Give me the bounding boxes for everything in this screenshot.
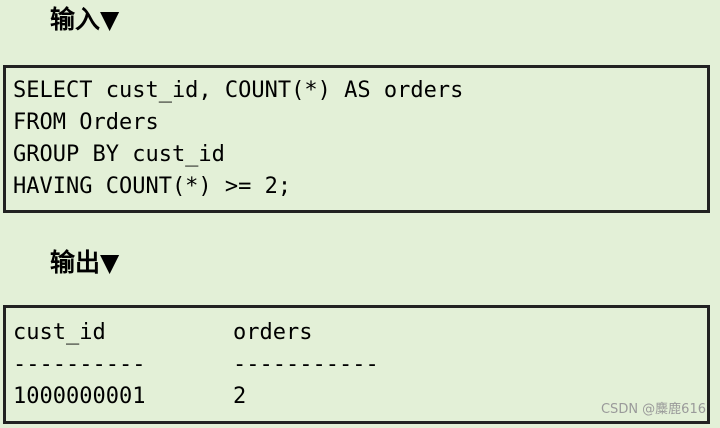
output-heading: 输出▼	[50, 248, 120, 277]
code-line-having: HAVING COUNT(*) >= 2;	[13, 174, 292, 199]
result-cell-orders: 2	[233, 384, 247, 409]
sql-code-block: SELECT cust_id, COUNT(*) AS orders FROM …	[3, 65, 710, 213]
query-result-block: cust_id orders ---------- ----------- 10…	[3, 305, 710, 424]
input-heading: 输入▼	[50, 5, 120, 34]
result-cell-cust-id: 1000000001	[13, 384, 146, 409]
code-line-from: FROM Orders	[13, 110, 159, 135]
result-header-cust-id: cust_id	[13, 320, 106, 345]
result-header-orders: orders	[233, 320, 313, 345]
result-separator-cust-id: ----------	[13, 352, 146, 377]
result-separator-orders: -----------	[233, 352, 379, 377]
code-line-select: SELECT cust_id, COUNT(*) AS orders	[13, 78, 464, 103]
csdn-watermark: CSDN @麋鹿616	[600, 402, 706, 417]
code-line-group-by: GROUP BY cust_id	[13, 142, 225, 167]
